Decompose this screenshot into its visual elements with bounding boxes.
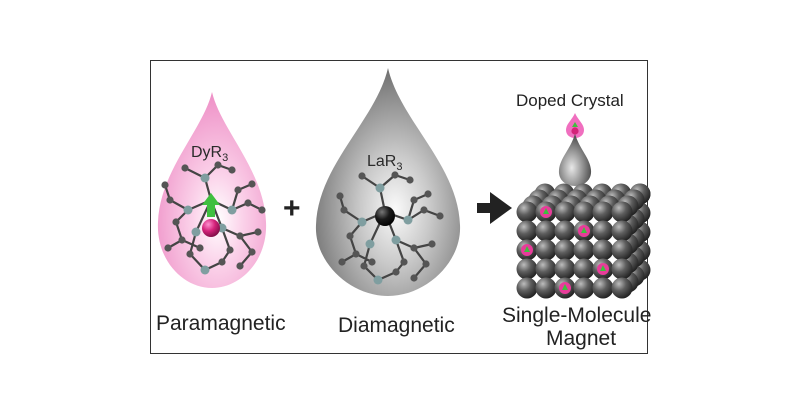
dopant-spin-arrow-icon	[562, 284, 568, 290]
lattice-sphere	[611, 201, 633, 223]
lattice-sphere	[535, 239, 557, 261]
paramagnetic-label: Paramagnetic	[156, 312, 286, 335]
lattice-sphere	[611, 239, 633, 261]
lattice-sphere	[592, 277, 614, 299]
lattice-sphere	[611, 277, 633, 299]
diamagnetic-label: Diamagnetic	[338, 314, 455, 337]
lattice-sphere	[554, 201, 576, 223]
dopant-spin-arrow-icon	[600, 265, 606, 271]
lattice-sphere	[535, 220, 557, 242]
small-spin-arrow-icon	[572, 122, 578, 127]
lattice-sphere	[554, 239, 576, 261]
smm-label-line2: Magnet	[546, 327, 617, 350]
spin-arrow-icon	[202, 193, 220, 217]
lattice-sphere	[516, 277, 538, 299]
lattice-sphere	[516, 258, 538, 280]
lattice-sphere	[592, 239, 614, 261]
dopant-spin-arrow-icon	[543, 208, 549, 214]
lattice-sphere	[535, 258, 557, 280]
la-formula: LaR3	[367, 153, 403, 173]
lattice-sphere	[554, 258, 576, 280]
reaction-arrow-icon	[477, 192, 512, 224]
doped-crystal-label: Doped Crystal	[516, 91, 624, 110]
lattice-sphere	[516, 201, 538, 223]
lattice-sphere	[535, 277, 557, 299]
dopant-spin-arrow-icon	[581, 227, 587, 233]
smm-label-line1: Single-Molecule	[502, 304, 652, 327]
dy-formula: DyR3	[191, 144, 229, 164]
lattice-sphere	[611, 220, 633, 242]
la-atoms	[336, 171, 444, 285]
small-grey-droplet	[558, 134, 592, 186]
lattice-sphere	[573, 239, 595, 261]
plus-sign: +	[283, 192, 301, 225]
la-metal-atom	[375, 206, 395, 226]
dopant-spin-arrow-icon	[524, 246, 530, 252]
lattice-sphere	[592, 201, 614, 223]
lattice-sphere	[592, 220, 614, 242]
doped-crystal-lattice	[516, 183, 651, 299]
lattice-sphere	[573, 277, 595, 299]
dy-droplet	[157, 92, 267, 288]
lattice-sphere	[516, 220, 538, 242]
small-drop-atom	[571, 127, 579, 135]
dy-atoms	[161, 161, 266, 275]
lattice-sphere	[554, 220, 576, 242]
lattice-sphere	[573, 201, 595, 223]
dy-metal-atom	[202, 219, 220, 237]
lattice-sphere	[573, 258, 595, 280]
lattice-sphere	[611, 258, 633, 280]
